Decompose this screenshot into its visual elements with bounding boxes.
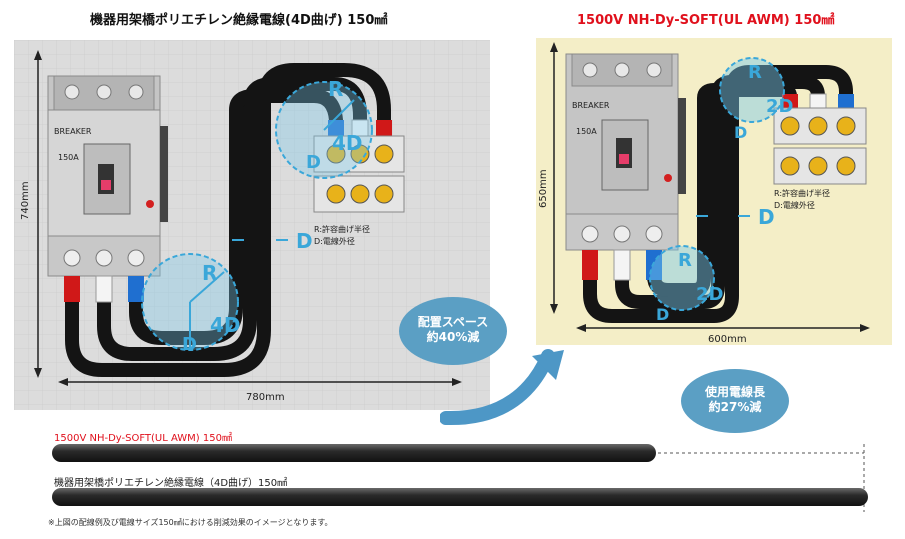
- svg-text:D:電線外径: D:電線外径: [774, 200, 815, 210]
- white-sleeve: [95, 275, 113, 303]
- svg-text:D: D: [758, 205, 775, 229]
- svg-text:R: R: [748, 62, 762, 83]
- breaker: BREAKER 150A: [565, 53, 686, 251]
- red-sleeve: [64, 276, 80, 302]
- left-title: 機器用架橋ポリエチレン絶縁電線(4D曲げ) 150㎟: [90, 13, 388, 28]
- svg-text:2D: 2D: [696, 284, 723, 305]
- svg-text:D: D: [296, 229, 313, 253]
- legend-d: D:電線外径: [314, 236, 355, 246]
- terminal-block: [313, 135, 405, 213]
- svg-text:R: R: [202, 261, 217, 285]
- svg-text:D: D: [734, 123, 747, 142]
- svg-text:740mm: 740mm: [20, 181, 31, 220]
- terminal-block: [773, 107, 867, 185]
- right-diagram-panel: BREAKER 150A: [536, 38, 892, 345]
- svg-text:150A: 150A: [576, 127, 597, 136]
- svg-text:BREAKER: BREAKER: [572, 101, 610, 110]
- svg-text:D: D: [656, 305, 669, 324]
- space-callout-line1: 配置スペース: [417, 315, 489, 329]
- right-title: 1500V NH-Dy-SOFT(UL AWM) 150㎟: [577, 13, 835, 28]
- svg-text:R: R: [328, 77, 343, 101]
- space-callout-line2: 約40%減: [426, 330, 480, 344]
- svg-text:600mm: 600mm: [708, 334, 747, 345]
- svg-text:D: D: [182, 334, 197, 355]
- cable2-bar: [52, 488, 868, 506]
- svg-text:2D: 2D: [766, 96, 793, 117]
- diameter-arrows: D: [696, 205, 775, 229]
- space-reduction-callout: 配置スペース 約40%減: [398, 296, 508, 366]
- svg-text:4D: 4D: [210, 313, 241, 337]
- svg-text:R:許容曲げ半径: R:許容曲げ半径: [774, 188, 830, 198]
- svg-text:R: R: [678, 250, 692, 271]
- bend-detail-lower: R 2D D: [649, 245, 723, 324]
- amp-label: 150A: [58, 153, 79, 162]
- width-dimension: 600mm: [576, 324, 870, 345]
- breaker-label: BREAKER: [54, 127, 92, 136]
- cable2-label: 機器用架橋ポリエチレン絶縁電線（4D曲げ）150㎟: [54, 478, 288, 489]
- bend-detail-upper: R 4D D: [275, 77, 373, 179]
- transition-arrow: [440, 349, 564, 426]
- svg-text:D: D: [306, 152, 321, 173]
- blue-sleeve: [128, 276, 144, 302]
- length-reduction-callout: 使用電線長 約27%減: [680, 368, 790, 434]
- svg-text:4D: 4D: [332, 131, 363, 155]
- left-diagram-panel: BREAKER 150A: [14, 40, 490, 410]
- cable1-label: 1500V NH-Dy-SOFT(UL AWM) 150㎟: [54, 433, 232, 444]
- footnote: ※上図の配線例及び電線サイズ150㎟における削減効果のイメージとなります。: [48, 518, 333, 527]
- height-dimension: 650mm: [538, 42, 558, 314]
- diameter-arrows: D: [232, 229, 313, 253]
- cable1-bar: [52, 444, 656, 462]
- breaker: BREAKER 150A: [47, 75, 168, 277]
- right-wiring-diagram: BREAKER 150A: [538, 42, 870, 345]
- svg-text:780mm: 780mm: [246, 392, 285, 403]
- legend-r: R:許容曲げ半径: [314, 224, 370, 234]
- bend-detail-lower: R 4D D: [141, 253, 241, 355]
- cable-comparison: [52, 444, 868, 512]
- bend-detail-upper: R 2D D: [719, 57, 793, 142]
- width-dimension: 780mm: [58, 378, 462, 403]
- length-callout-line1: 使用電線長: [704, 385, 765, 399]
- height-dimension: 740mm: [20, 50, 42, 378]
- svg-text:650mm: 650mm: [538, 169, 549, 208]
- length-callout-line2: 約27%減: [708, 400, 762, 414]
- left-wiring-diagram: BREAKER 150A: [14, 40, 490, 410]
